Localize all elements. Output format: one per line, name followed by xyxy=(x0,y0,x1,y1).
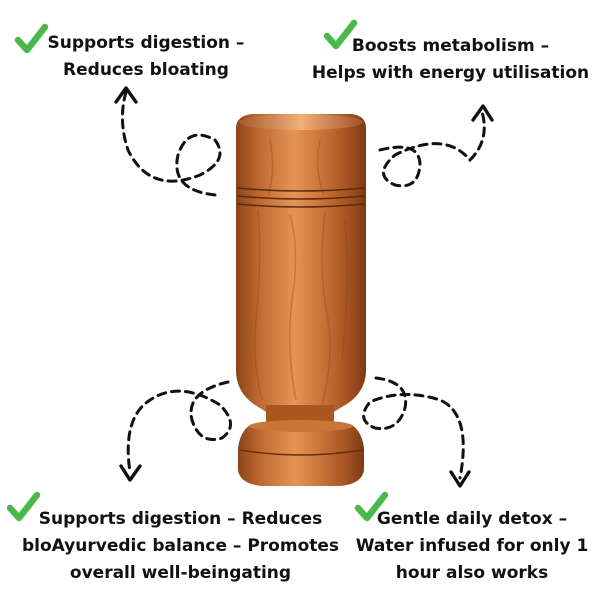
callout-line: Helps with energy utilisation xyxy=(311,63,590,83)
tumbler-grooves xyxy=(236,187,366,208)
callout-line: Boosts metabolism – xyxy=(351,36,550,56)
callout-line: Supports digestion – Reduces xyxy=(38,509,323,529)
tumbler-neck xyxy=(266,405,334,423)
wood-grain xyxy=(254,139,348,405)
arrow-bottom-left xyxy=(126,380,232,474)
callout-top-right: Boosts metabolism – Helps with energy ut… xyxy=(303,33,598,87)
check-mark-icon xyxy=(6,491,40,522)
callout-line: Gentle daily detox – xyxy=(376,509,568,529)
tumbler-body xyxy=(236,114,366,412)
arrow-top-left xyxy=(121,90,222,197)
callout-line: Supports digestion – xyxy=(47,33,245,53)
callout-line: Water infused for only 1 xyxy=(355,536,589,556)
check-mark-icon xyxy=(14,23,48,54)
arrow-bottom-right xyxy=(362,376,465,480)
callout-line: Reduces bloating xyxy=(63,60,229,80)
callout-bottom-right: Gentle daily detox – Water infused for o… xyxy=(352,506,592,587)
check-mark-icon xyxy=(354,491,388,522)
callout-line: bloAyurvedic balance – Promotes xyxy=(21,536,340,556)
callout-line: hour also works xyxy=(395,563,549,583)
arrowhead-bottom-right xyxy=(449,470,471,488)
tumbler-rim xyxy=(239,114,363,130)
arrowhead-top-right xyxy=(471,104,494,122)
arrowhead-top-left xyxy=(114,86,138,104)
arrow-top-right xyxy=(378,110,486,188)
check-mark-icon xyxy=(323,19,357,50)
callout-bottom-left: Supports digestion – Reduces bloAyurvedi… xyxy=(8,506,353,587)
callout-top-left: Supports digestion – Reduces bloating xyxy=(16,30,276,84)
callout-line: overall well-beingating xyxy=(69,563,292,583)
arrowhead-bottom-left xyxy=(119,464,142,482)
